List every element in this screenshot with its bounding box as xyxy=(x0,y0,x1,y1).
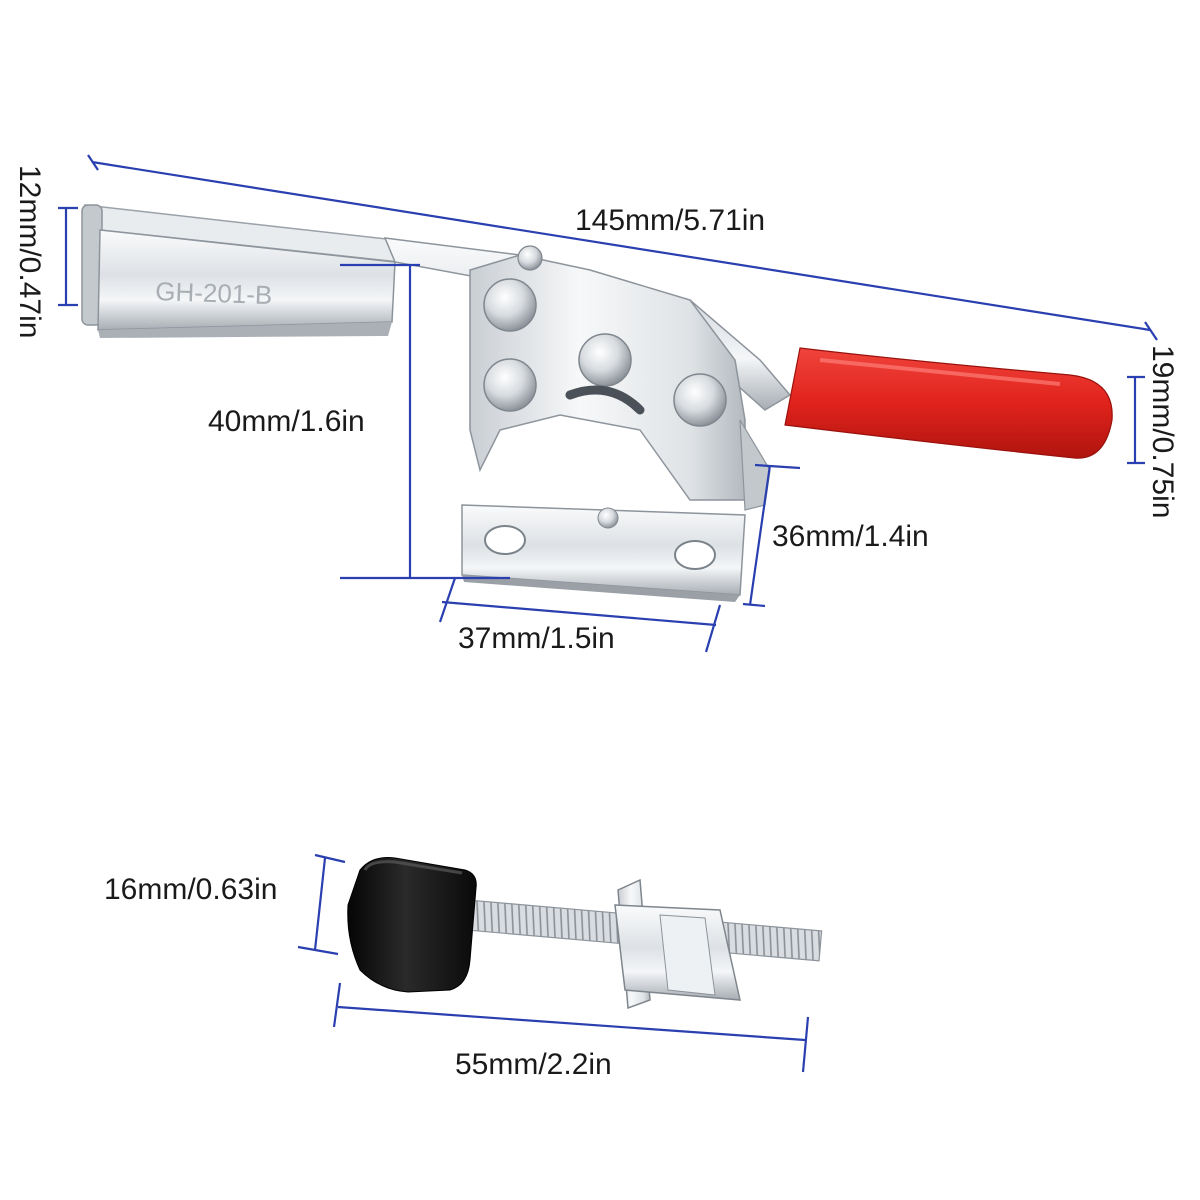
handle-height-label: 19mm/0.75in xyxy=(1146,345,1179,518)
base-hole-left xyxy=(484,525,526,555)
bar-width-label: 12mm/0.47in xyxy=(13,165,46,338)
pivot-rivet xyxy=(483,278,537,332)
spindle-length-label: 55mm/2.2in xyxy=(455,1048,612,1081)
spindle-illustration xyxy=(347,857,823,1010)
pivot-rivet xyxy=(517,245,543,271)
toggle-clamp-illustration: GH-201-B xyxy=(81,204,1113,602)
tip-diameter-label: 16mm/0.63in xyxy=(104,873,277,906)
red-handle-grip xyxy=(784,347,1113,459)
clamp-body xyxy=(461,245,771,602)
dimension-lines xyxy=(58,154,1158,1073)
height-label: 40mm/1.6in xyxy=(208,405,365,438)
overall-length-label: 145mm/5.71in xyxy=(575,204,765,237)
clamp-arm: GH-201-B xyxy=(81,204,401,338)
base-width-label: 37mm/1.5in xyxy=(458,622,615,655)
pivot-rivet xyxy=(578,333,632,387)
model-engraving: GH-201-B xyxy=(155,276,273,310)
pivot-rivet xyxy=(483,358,537,412)
dimension-labels: 145mm/5.71in 12mm/0.47in 19mm/0.75in 40m… xyxy=(13,165,1179,1081)
base-height-label: 36mm/1.4in xyxy=(772,520,929,553)
base-hole-right xyxy=(674,540,716,570)
rubber-tip xyxy=(347,857,477,993)
pivot-rivet xyxy=(673,373,727,427)
